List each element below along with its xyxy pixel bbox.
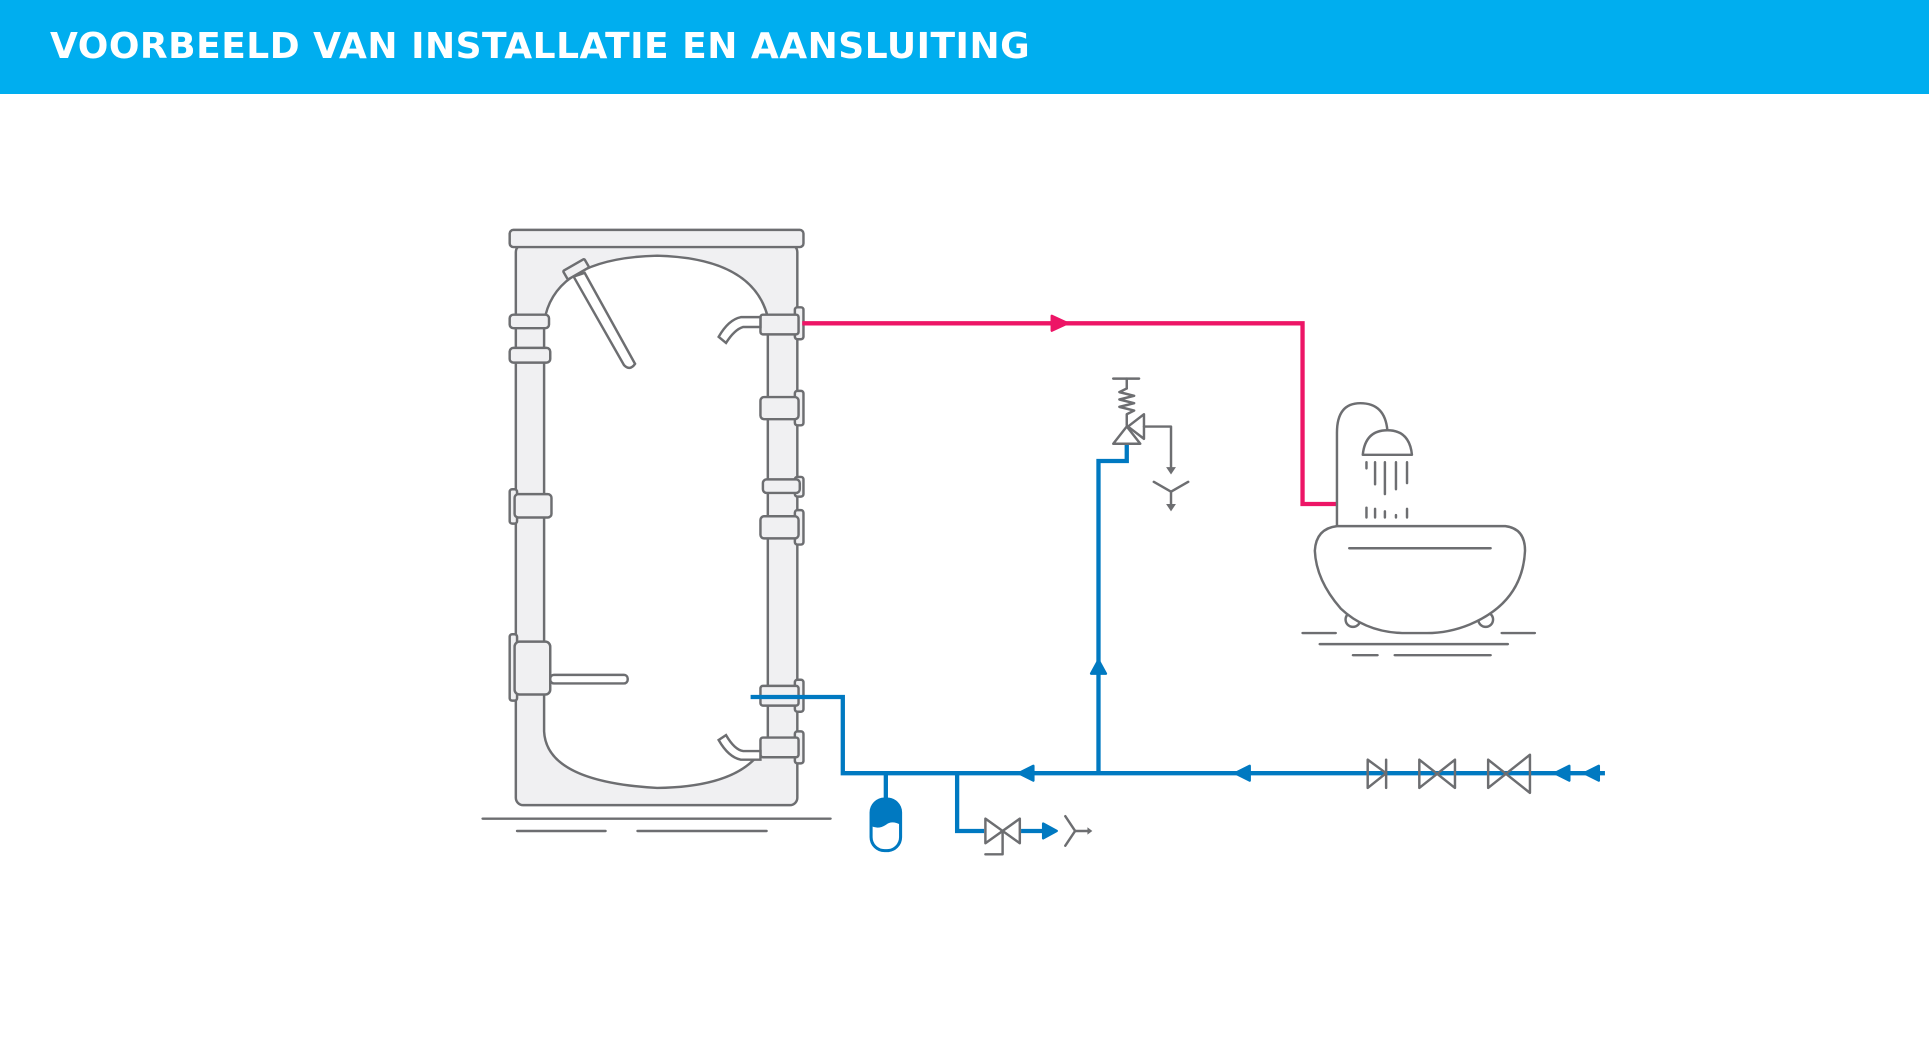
flow-arrow-icon <box>1582 764 1601 782</box>
flow-arrow-icon <box>1041 822 1058 840</box>
flow-arrow-icon <box>1233 764 1251 782</box>
drain-valve <box>984 814 1093 856</box>
boiler-tank <box>481 228 832 833</box>
hot-water-pipe <box>802 314 1337 507</box>
anode-rod <box>562 258 637 370</box>
flow-arrow-icon <box>1553 764 1571 782</box>
header-bar: VOORBEELD VAN INSTALLATIE EN AANSLUITING <box>0 0 1929 94</box>
page-title: VOORBEELD VAN INSTALLATIE EN AANSLUITING <box>50 26 1031 67</box>
bathtub-shower <box>1301 401 1537 657</box>
flow-arrow-icon <box>1017 764 1035 782</box>
safety-valve <box>1112 377 1190 512</box>
expansion-vessel <box>869 797 903 853</box>
flow-arrow-icon <box>1089 658 1108 675</box>
flow-arrow-icon <box>1050 314 1069 332</box>
inlet-valves <box>1366 753 1532 795</box>
cold-water-pipe <box>750 444 1605 840</box>
